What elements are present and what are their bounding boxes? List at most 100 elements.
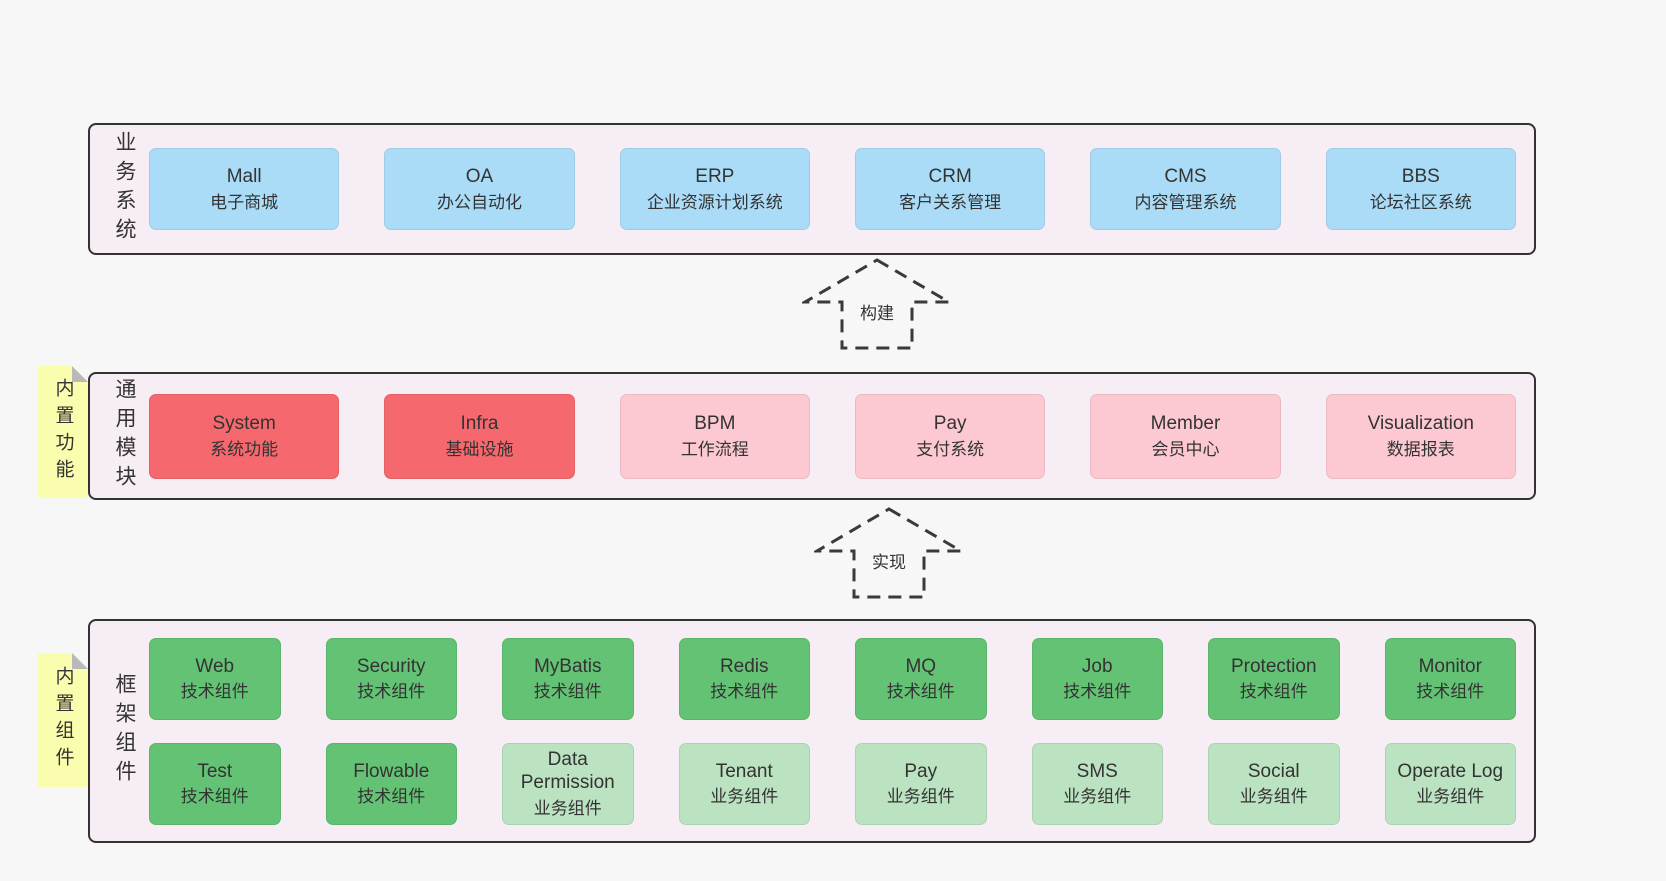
- box-subtitle: 内容管理系统: [1134, 192, 1237, 212]
- module-box-test: Test 技术组件: [149, 742, 281, 825]
- arrow-implement: 实现: [814, 505, 964, 600]
- arrow-build: 构建: [802, 256, 952, 351]
- box-subtitle: 基础设施: [445, 439, 514, 459]
- box-subtitle: 业务组件: [1063, 787, 1132, 807]
- dashed-up-arrow-icon: [814, 507, 964, 599]
- box-subtitle: 业务组件: [1239, 787, 1308, 807]
- module-box-erp: ERP 企业资源计划系统: [619, 148, 810, 230]
- module-box-protection: Protection 技术组件: [1208, 637, 1340, 720]
- note-label-builtin-components: 内置组件: [52, 666, 74, 774]
- box-title: Social: [1247, 760, 1300, 782]
- module-box-oa: OA 办公自动化: [384, 148, 575, 230]
- module-box-bbs: BBS 论坛社区系统: [1325, 148, 1516, 230]
- box-subtitle: 企业资源计划系统: [646, 192, 783, 212]
- module-box-infra: Infra 基础设施: [384, 393, 575, 479]
- module-box-job: Job 技术组件: [1031, 637, 1163, 720]
- band-label-framework-components: 框架组件: [113, 673, 136, 789]
- sticky-note-builtin-components: 内置组件: [38, 653, 88, 787]
- box-title: Job: [1081, 655, 1113, 677]
- box-title: ERP: [695, 166, 735, 187]
- box-subtitle: 技术组件: [1239, 682, 1308, 702]
- band-framework-components: 框架组件 Web 技术组件 Security 技术组件 MyBatis 技术组件 Redis…: [88, 619, 1536, 843]
- box-subtitle: 技术组件: [1416, 682, 1485, 702]
- box-title: Mall: [226, 166, 262, 187]
- box-subtitle: 数据报表: [1386, 439, 1455, 459]
- module-box-flowable: Flowable 技术组件: [325, 742, 457, 825]
- module-box-pay: Pay 业务组件: [855, 742, 987, 825]
- box-title: Pay: [933, 413, 967, 434]
- sticky-note-builtin-features: 内置功能: [38, 366, 88, 498]
- box-subtitle: 技术组件: [886, 682, 955, 702]
- box-title: Redis: [719, 655, 769, 677]
- module-box-crm: CRM 客户关系管理: [854, 148, 1046, 230]
- box-title: Infra: [460, 413, 499, 434]
- module-box-data-permission: Data Permission 业务组件: [502, 742, 634, 825]
- box-subtitle: 技术组件: [357, 787, 426, 807]
- module-box-monitor: Monitor 技术组件: [1384, 637, 1516, 720]
- box-subtitle: 支付系统: [916, 439, 985, 459]
- box-title: MQ: [905, 655, 937, 677]
- note-label-builtin-features: 内置功能: [52, 378, 74, 486]
- box-title: Tenant: [715, 760, 773, 782]
- module-box-operate-log: Operate Log 业务组件: [1384, 742, 1516, 825]
- band-business-systems: 业务系统 Mall 电子商城 OA 办公自动化 ERP 企业资源计划系统 CRM 客户关系管理…: [88, 123, 1536, 255]
- box-title: Security: [356, 655, 426, 677]
- box-title: BBS: [1401, 166, 1440, 187]
- box-subtitle: 技术组件: [1063, 682, 1132, 702]
- box-title: Member: [1150, 413, 1221, 434]
- box-title: Test: [197, 760, 233, 782]
- box-subtitle: 业务组件: [1416, 787, 1485, 807]
- box-title: OA: [465, 166, 494, 187]
- box-subtitle: 技术组件: [357, 682, 426, 702]
- module-box-mq: MQ 技术组件: [855, 637, 987, 720]
- module-box-social: Social 业务组件: [1208, 742, 1340, 825]
- box-title: Operate Log: [1397, 760, 1504, 782]
- box-subtitle: 客户关系管理: [899, 192, 1002, 212]
- box-title: MyBatis: [533, 655, 602, 677]
- box-subtitle: 会员中心: [1151, 439, 1220, 459]
- box-title: System: [212, 413, 276, 434]
- module-box-bpm: BPM 工作流程: [619, 393, 810, 479]
- band-label-common-modules: 通用模块: [113, 378, 136, 494]
- module-box-visualization: Visualization 数据报表: [1325, 393, 1516, 479]
- dashed-up-arrow-icon: [802, 258, 952, 350]
- arrow-build-label: 构建: [856, 298, 898, 325]
- box-subtitle: 技术组件: [180, 787, 249, 807]
- module-box-tenant: Tenant 业务组件: [678, 742, 810, 825]
- box-subtitle: 业务组件: [710, 787, 779, 807]
- box-subtitle: 技术组件: [533, 682, 602, 702]
- box-title: Web: [195, 655, 235, 677]
- module-box-mybatis: MyBatis 技术组件: [502, 637, 634, 720]
- box-subtitle: 工作流程: [680, 439, 749, 459]
- module-box-pay: Pay 支付系统: [854, 393, 1046, 479]
- box-subtitle: 电子商城: [210, 192, 279, 212]
- box-title: Protection: [1230, 655, 1317, 677]
- module-box-security: Security 技术组件: [325, 637, 457, 720]
- box-subtitle: 技术组件: [180, 682, 249, 702]
- box-subtitle: 办公自动化: [436, 192, 522, 212]
- box-title: Pay: [904, 760, 938, 782]
- box-title: BPM: [694, 413, 736, 434]
- box-subtitle: 论坛社区系统: [1369, 192, 1472, 212]
- band-label-business-systems: 业务系统: [113, 131, 136, 247]
- box-title: CRM: [928, 166, 972, 187]
- box-title: Monitor: [1418, 655, 1482, 677]
- module-box-web: Web 技术组件: [149, 637, 281, 720]
- box-title: Visualization: [1367, 413, 1474, 434]
- box-title: Flowable: [353, 760, 430, 782]
- box-subtitle: 业务组件: [533, 799, 602, 819]
- arrow-implement-label: 实现: [868, 547, 910, 574]
- box-title: SMS: [1076, 760, 1118, 782]
- box-title: Data Permission: [520, 748, 615, 794]
- box-subtitle: 业务组件: [886, 787, 955, 807]
